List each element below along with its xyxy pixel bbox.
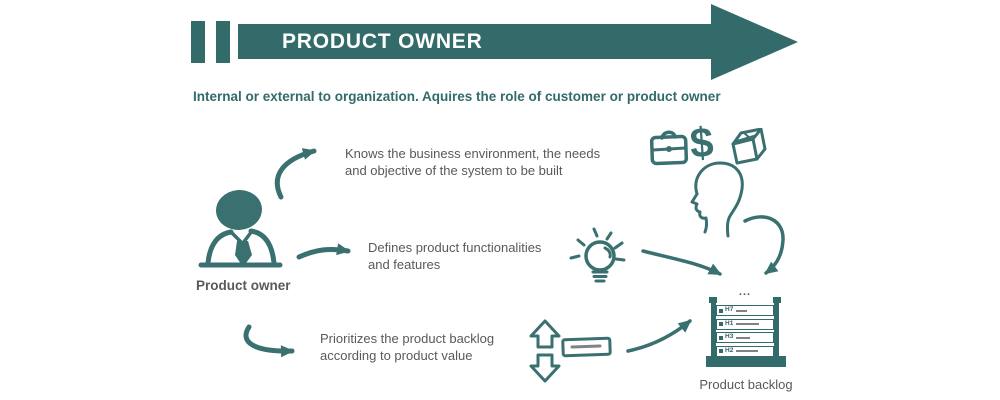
note-knows-line2: and objective of the system to be built (345, 163, 563, 178)
rack-post-right (774, 302, 779, 356)
cube-icon (731, 128, 767, 165)
person-shoulder-left (205, 229, 234, 266)
item-bullet (719, 335, 723, 340)
rack-cap-right (773, 297, 781, 303)
note-defines: Defines product functionalities and feat… (368, 239, 541, 273)
item-bullet (719, 308, 723, 313)
rack-base (706, 356, 786, 367)
item-line (736, 350, 759, 352)
note-defines-line1: Defines product functionalities (368, 240, 542, 255)
banner: PRODUCT OWNER (238, 24, 712, 59)
lightbulb-icon (569, 227, 626, 283)
story-card-icon (561, 336, 612, 358)
banner-arrowhead (711, 4, 798, 80)
person-icon (198, 189, 283, 268)
banner-accent-bar-1 (191, 21, 205, 63)
note-prioritizes-line2: according to product value (320, 348, 473, 363)
item-bullet (719, 349, 723, 353)
backlog-item: H7 (716, 305, 774, 316)
item-id: H3 (725, 333, 734, 341)
arrow-prioritizes (243, 324, 295, 358)
backlog-item: H1 (716, 318, 774, 330)
note-prioritizes-line1: Prioritizes the product backlog (320, 331, 495, 346)
backlog-item: H2 (716, 345, 774, 357)
actor-label: Product owner (196, 278, 291, 293)
rack-cap-left (709, 297, 717, 303)
head-profile-icon (690, 161, 744, 238)
briefcase-icon (649, 130, 689, 166)
note-defines-line2: and features (368, 257, 441, 272)
subtitle: Internal or external to organization. Aq… (193, 89, 721, 104)
person-tie (235, 241, 252, 267)
banner-accent-bar-2 (216, 21, 230, 63)
person-head (216, 189, 262, 231)
item-line (736, 309, 748, 312)
item-line (736, 323, 760, 325)
product-backlog: ... H7 H1 H3 H2 (706, 286, 786, 368)
item-id: H7 (725, 306, 734, 314)
arrow-idea-to-backlog (641, 249, 722, 276)
priority-arrows-icon (529, 319, 561, 383)
backlog-label: Product backlog (699, 377, 793, 392)
down-arrow-icon (529, 353, 561, 383)
backlog-item: H3 (716, 332, 774, 343)
arrow-defines (296, 243, 351, 260)
item-id: H2 (725, 346, 734, 354)
banner-title: PRODUCT OWNER (282, 29, 483, 53)
rack-post-left (711, 302, 716, 356)
note-knows: Knows the business environment, the need… (345, 145, 600, 179)
backlog-rows: H7 H1 H3 H2 (716, 305, 774, 359)
person-shoulder-right (248, 228, 277, 266)
arrow-card-to-backlog (626, 319, 692, 353)
item-id: H1 (725, 319, 734, 327)
item-bullet (719, 322, 723, 326)
up-arrow-icon (529, 319, 561, 349)
item-line (736, 336, 751, 339)
note-prioritizes: Prioritizes the product backlog accordin… (320, 330, 494, 364)
note-knows-line1: Knows the business environment, the need… (345, 146, 601, 161)
backlog-ellipsis: ... (738, 286, 752, 298)
